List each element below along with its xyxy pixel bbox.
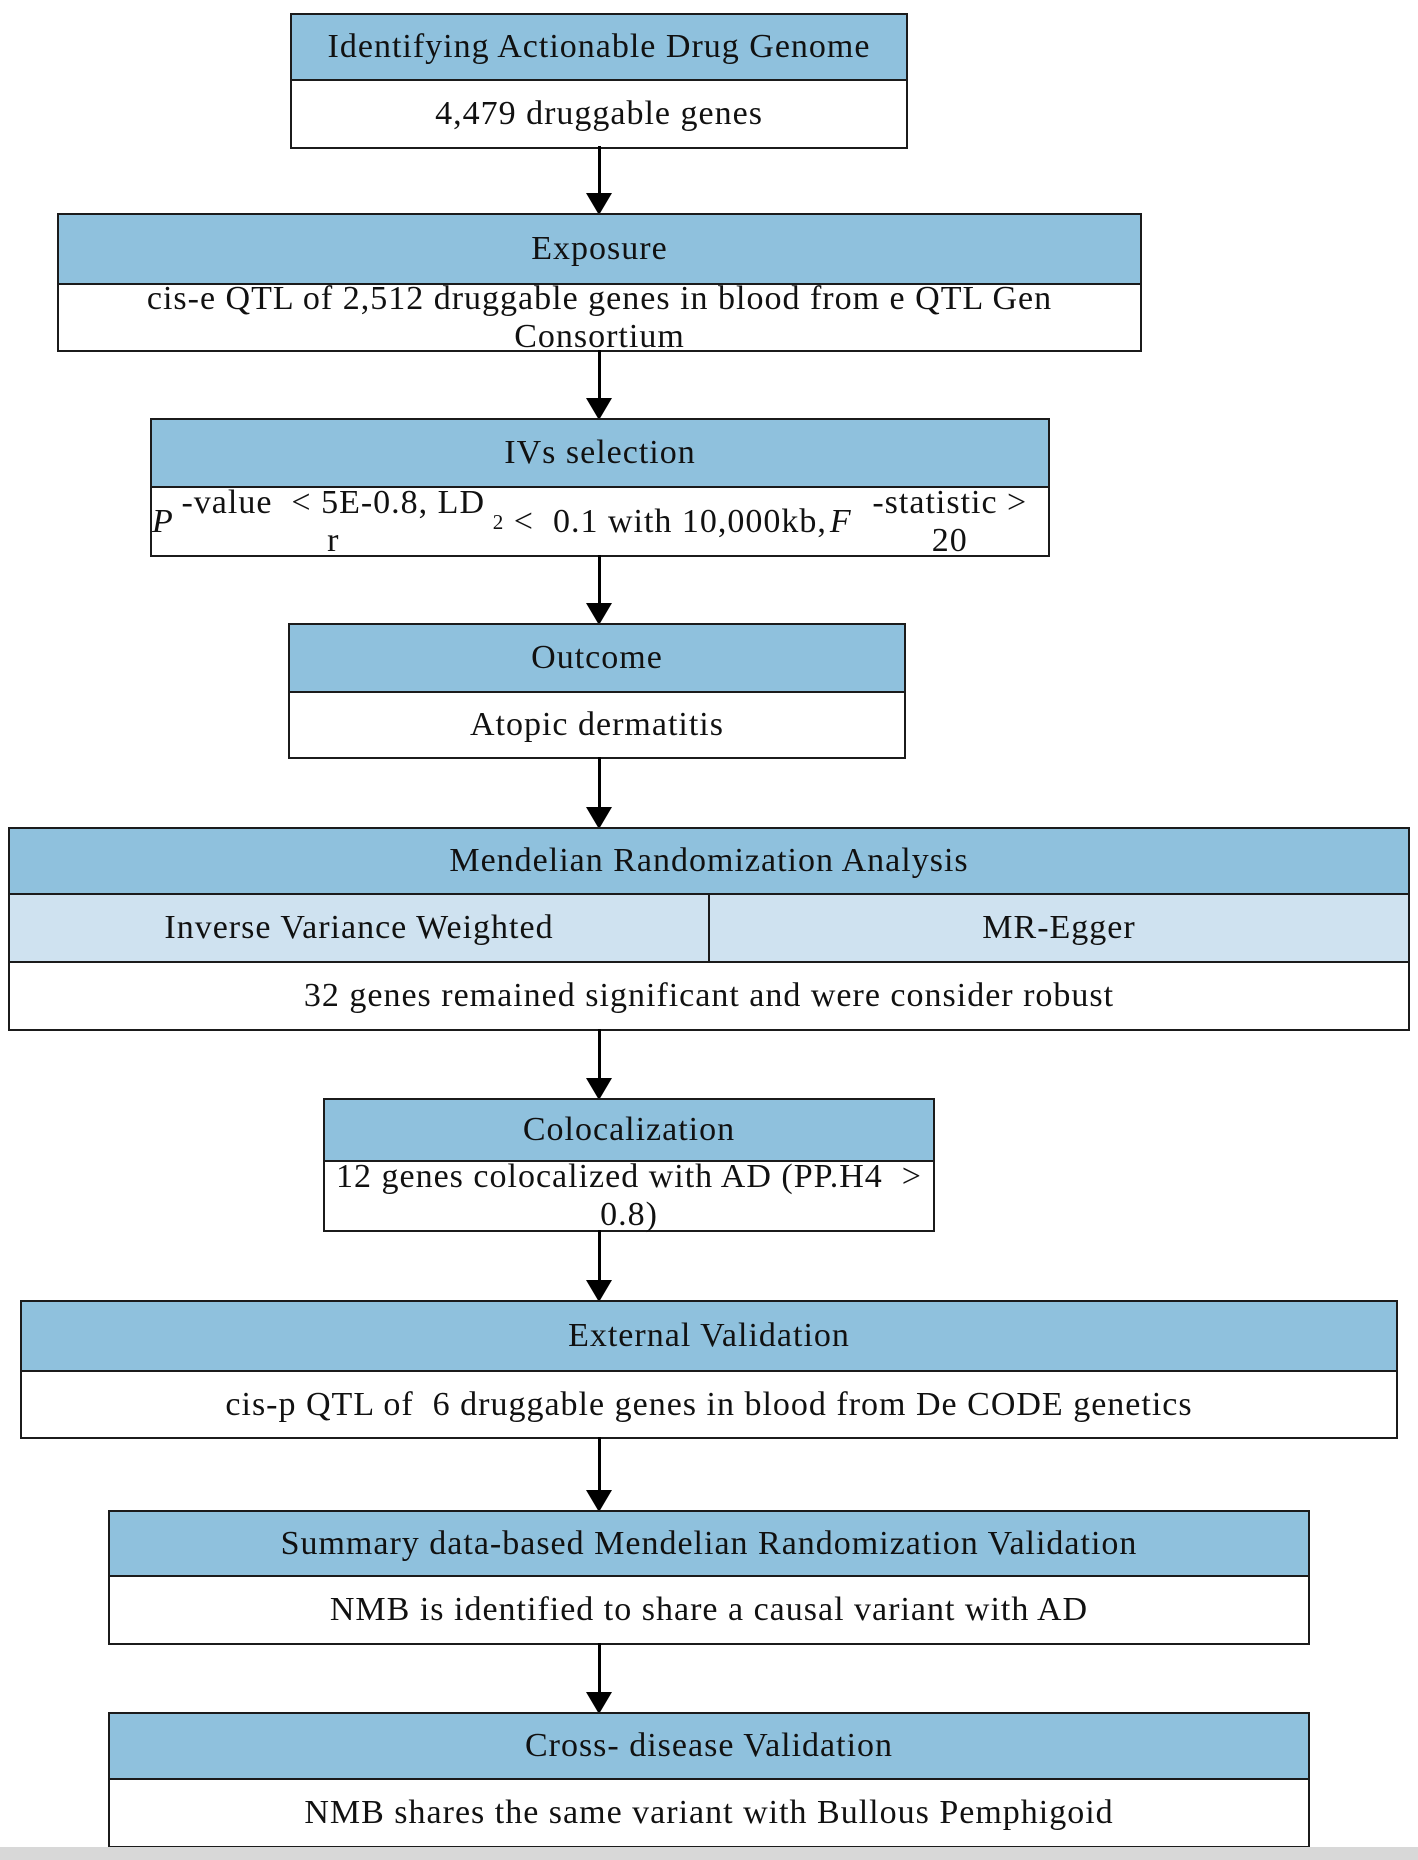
- arrow-head-icon: [586, 1490, 612, 1512]
- flow-arrow-2: [586, 350, 612, 420]
- stage-box-mr-analysis: Mendelian Randomization Analysis Inverse…: [8, 827, 1410, 1031]
- stage-header-external-validation: External Validation: [22, 1302, 1396, 1372]
- stage-box-colocalization: Colocalization 12 genes colocalized with…: [323, 1098, 935, 1233]
- flow-arrow-4: [586, 757, 612, 829]
- body-text-segment: -value < 5E-0.8, LD r: [181, 483, 495, 559]
- stage-box-exposure: Exposure cis-e QTL of 2,512 druggable ge…: [57, 213, 1142, 355]
- arrow-head-icon: [586, 1078, 612, 1100]
- stage-header-smr-validation: Summary data-based Mendelian Randomizati…: [110, 1512, 1308, 1577]
- arrow-shaft: [597, 1230, 601, 1282]
- stage-body-smr-validation: NMB is identified to share a causal vari…: [110, 1577, 1308, 1643]
- stage-box-external-validation: External Validation cis-p QTL of 6 drugg…: [20, 1300, 1398, 1439]
- mr-method-egger-cell: MR-Egger: [710, 895, 1408, 961]
- arrow-shaft: [597, 757, 601, 809]
- p-value-symbol: P: [152, 502, 174, 540]
- stage-header-ivs-selection: IVs selection: [152, 420, 1048, 488]
- stage-header-exposure: Exposure: [59, 215, 1140, 285]
- stage-box-outcome: Outcome Atopic dermatitis: [288, 623, 906, 759]
- flow-arrow-6: [586, 1230, 612, 1302]
- stage-header-drug-genome: Identifying Actionable Drug Genome: [292, 15, 906, 81]
- flow-arrow-5: [586, 1029, 612, 1100]
- bottom-gray-strip: [0, 1847, 1418, 1860]
- arrow-head-icon: [586, 603, 612, 625]
- mr-methods-row: Inverse Variance Weighted MR-Egger: [10, 895, 1408, 963]
- flow-arrow-7: [586, 1437, 612, 1512]
- arrow-shaft: [597, 1643, 601, 1694]
- arrow-head-icon: [586, 807, 612, 829]
- stage-header-outcome: Outcome: [290, 625, 904, 693]
- flow-arrow-1: [586, 146, 612, 215]
- arrow-head-icon: [586, 398, 612, 420]
- arrow-shaft: [597, 1029, 601, 1080]
- stage-body-outcome: Atopic dermatitis: [290, 693, 904, 757]
- stage-header-mr-analysis: Mendelian Randomization Analysis: [10, 829, 1408, 895]
- flow-arrow-3: [586, 555, 612, 625]
- stage-body-exposure: cis-e QTL of 2,512 druggable genes in bl…: [59, 280, 1140, 355]
- stage-header-cross-disease-validation: Cross- disease Validation: [110, 1714, 1308, 1780]
- stage-header-colocalization: Colocalization: [325, 1100, 933, 1162]
- flow-arrow-8: [586, 1643, 612, 1714]
- stage-body-colocalization: 12 genes colocalized with AD (PP.H4 > 0.…: [325, 1158, 933, 1233]
- arrow-shaft: [597, 1437, 601, 1492]
- body-text-segment: < 0.1 with 10,000kb,: [504, 502, 837, 540]
- arrow-head-icon: [586, 1280, 612, 1302]
- stage-box-smr-validation: Summary data-based Mendelian Randomizati…: [108, 1510, 1310, 1645]
- stage-box-cross-disease-validation: Cross- disease Validation NMB shares the…: [108, 1712, 1310, 1848]
- body-text-segment: -statistic > 20: [872, 483, 1037, 559]
- arrow-head-icon: [586, 1692, 612, 1714]
- arrow-shaft: [597, 555, 601, 605]
- stage-body-external-validation: cis-p QTL of 6 druggable genes in blood …: [22, 1372, 1396, 1437]
- arrow-shaft: [597, 146, 601, 195]
- mr-method-ivw-cell: Inverse Variance Weighted: [10, 895, 710, 961]
- arrow-shaft: [597, 350, 601, 400]
- stage-body-drug-genome: 4,479 druggable genes: [292, 81, 906, 147]
- f-statistic-symbol: F: [829, 502, 852, 540]
- arrow-head-icon: [586, 193, 612, 215]
- stage-body-mr-analysis: 32 genes remained significant and were c…: [10, 963, 1408, 1029]
- stage-box-drug-genome: Identifying Actionable Drug Genome 4,479…: [290, 13, 908, 149]
- stage-body-cross-disease-validation: NMB shares the same variant with Bullous…: [110, 1780, 1308, 1846]
